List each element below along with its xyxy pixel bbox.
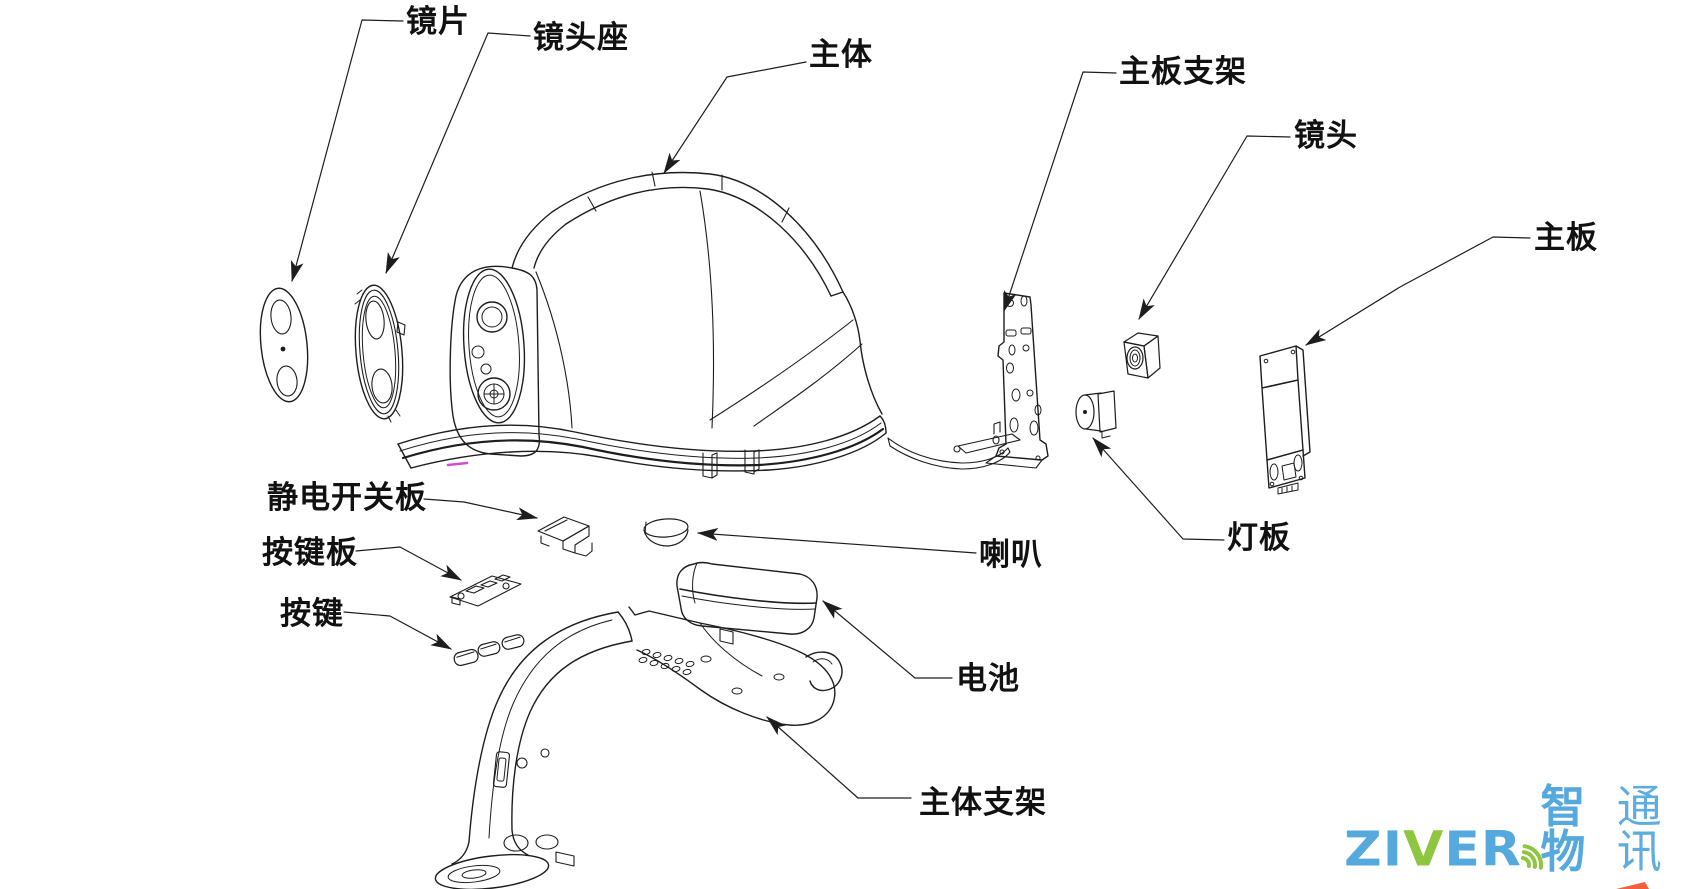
part-label-lens-holder: 镜头座	[533, 20, 629, 55]
mainboard-bracket-part-drawing	[985, 292, 1049, 469]
battery-part-drawing	[676, 561, 818, 635]
static-switch-board-part-drawing	[537, 516, 593, 557]
part-label-button-board: 按键板	[262, 535, 358, 570]
leader-camera	[1138, 135, 1291, 320]
part-label-battery: 电池	[956, 661, 1020, 696]
leader-main-body	[663, 61, 807, 174]
light-board-part-drawing	[1075, 390, 1117, 439]
leader-static-switch-board	[423, 498, 538, 521]
part-label-button: 按键	[280, 596, 344, 631]
leader-lens	[290, 19, 404, 282]
lens-part-drawing	[259, 287, 309, 403]
part-label-static-switch-board: 静电开关板	[267, 480, 427, 515]
button-board-part-drawing	[449, 574, 522, 607]
lens-holder-part-drawing	[354, 284, 406, 423]
leader-main-body-bracket	[766, 716, 912, 799]
main-body-bracket-part-drawing	[434, 606, 843, 889]
part-label-mainboard-bracket: 主板支架	[1119, 54, 1247, 89]
part-label-light-board: 灯板	[1227, 520, 1291, 555]
helmet-shell-drawing	[397, 171, 887, 479]
logo-accent-shape	[1616, 882, 1649, 889]
leader-button-board	[355, 546, 462, 581]
brand-wordmark-part1: ZI	[1344, 822, 1404, 878]
wifi-signal-icon	[1518, 834, 1543, 874]
part-label-lens: 镜片	[406, 4, 470, 39]
leader-lines	[290, 19, 1531, 799]
camera-part-drawing	[1123, 332, 1161, 379]
accessory-rail-drawing	[887, 421, 1021, 470]
brand-wordmark-part3: ER	[1444, 822, 1522, 878]
leader-lens-holder	[385, 32, 531, 274]
part-label-camera: 镜头	[1294, 118, 1358, 153]
leader-speaker	[697, 527, 977, 554]
brand-wordmark: ZIVER	[1344, 826, 1522, 874]
brand-cn-bold: 智物	[1540, 780, 1588, 878]
leader-battery	[822, 600, 953, 679]
mainboard-part-drawing	[1259, 345, 1311, 495]
helmet-front-housing-drawing	[449, 265, 541, 457]
speaker-part-drawing	[643, 518, 689, 547]
part-label-main-body-bracket: 主体支架	[919, 785, 1047, 820]
part-label-mainboard: 主板	[1534, 220, 1598, 255]
leader-mainboard	[1305, 236, 1531, 346]
brand-cn-light: 通讯	[1616, 780, 1664, 878]
brand-logo: ZIVER 智物 通讯	[1344, 784, 1691, 874]
part-label-speaker: 喇叭	[979, 537, 1043, 572]
leader-mainboard-bracket	[1003, 71, 1117, 312]
leader-light-board	[1092, 437, 1225, 541]
brand-wordmark-part2: V	[1403, 822, 1445, 878]
leader-button	[343, 611, 452, 650]
buttons-part-drawing	[453, 634, 525, 667]
part-label-main-body: 主体	[809, 37, 873, 72]
